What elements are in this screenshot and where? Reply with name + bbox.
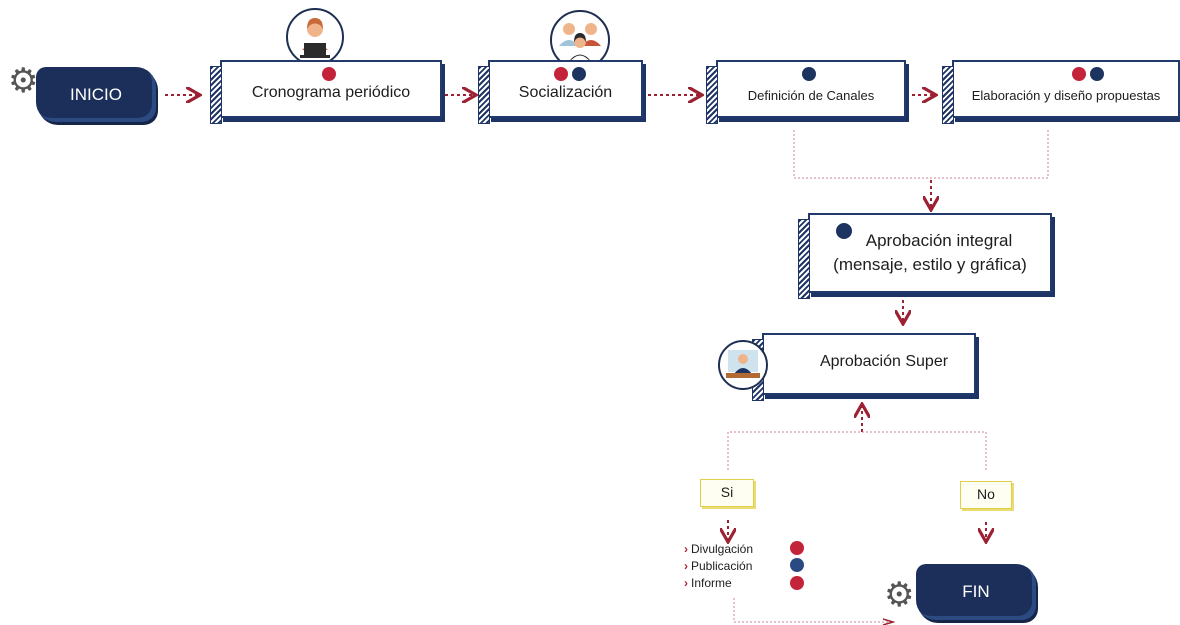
output-item-publicacion: ›Publicación bbox=[684, 559, 752, 573]
decision-yes: Si bbox=[700, 479, 754, 507]
step-cronograma: Cronograma periódico bbox=[210, 60, 442, 124]
chevron-right-icon: › bbox=[684, 576, 688, 590]
gear-icon: ⚙ bbox=[884, 576, 915, 614]
step-label: Definición de Canales bbox=[747, 88, 875, 103]
end-label: FIN bbox=[962, 582, 990, 601]
step-label: Socialización bbox=[518, 84, 613, 101]
start-node: INICIO bbox=[36, 67, 156, 122]
step-socializacion: Socialización bbox=[478, 60, 643, 124]
step-aprobacion-super: Aprobación Super bbox=[752, 333, 976, 401]
step-elaboracion: Elaboración y diseño propuestas bbox=[942, 60, 1180, 124]
step-definicion-canales: Definición de Canales bbox=[706, 60, 906, 124]
output-item-informe: ›Informe bbox=[684, 576, 732, 590]
gear-icon: ⚙ bbox=[8, 62, 39, 100]
status-dot bbox=[572, 67, 586, 81]
decision-no: No bbox=[960, 481, 1012, 509]
status-dot bbox=[790, 576, 804, 590]
step-aprobacion-integral: Aprobación integral (mensaje, estilo y g… bbox=[798, 213, 1052, 299]
step-label: Elaboración y diseño propuestas bbox=[971, 88, 1161, 103]
status-dot bbox=[836, 223, 852, 239]
decision-no-label: No bbox=[977, 486, 995, 502]
status-dot bbox=[1072, 67, 1086, 81]
step-label: Cronograma periódico bbox=[251, 84, 411, 101]
step-label: Aprobación Super bbox=[819, 353, 949, 370]
output-label: Publicación bbox=[691, 559, 753, 573]
status-dot bbox=[554, 67, 568, 81]
manager-icon bbox=[718, 340, 768, 390]
aprobacion-integral-line2: (mensaje, estilo y gráfica) bbox=[833, 255, 1027, 274]
aprobacion-integral-line1: Aprobación integral bbox=[865, 231, 1013, 250]
status-dot bbox=[802, 67, 816, 81]
chevron-right-icon: › bbox=[684, 542, 688, 556]
status-dot bbox=[322, 67, 336, 81]
status-dot bbox=[790, 558, 804, 572]
status-dot bbox=[790, 541, 804, 555]
arrow-outputs-fin bbox=[733, 598, 893, 623]
decision-bracket bbox=[727, 431, 987, 470]
output-item-divulgacion: ›Divulgación bbox=[684, 542, 753, 556]
output-label: Divulgación bbox=[691, 542, 754, 556]
output-label: Informe bbox=[691, 576, 732, 590]
decision-yes-label: Si bbox=[720, 484, 734, 500]
end-node: FIN bbox=[916, 564, 1036, 620]
status-dot bbox=[1090, 67, 1104, 81]
start-label: INICIO bbox=[70, 84, 122, 104]
chevron-right-icon: › bbox=[684, 559, 688, 573]
merge-bracket bbox=[793, 130, 1049, 179]
person-laptop-icon bbox=[286, 8, 344, 66]
